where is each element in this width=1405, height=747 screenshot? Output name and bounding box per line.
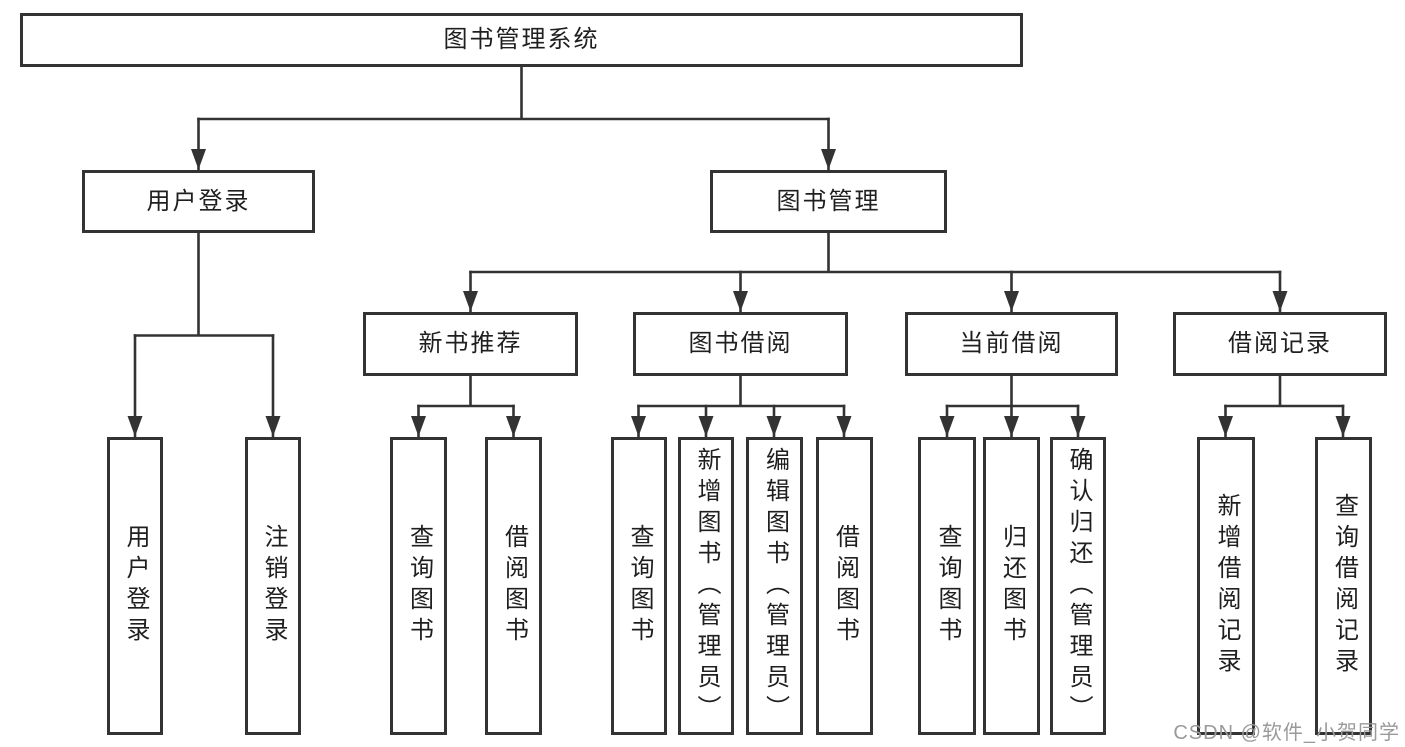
node-user-login: 用户登录 (82, 170, 315, 233)
leaf-records-add: 新增借阅记录 (1197, 437, 1255, 735)
leaf-logout: 注销登录 (245, 437, 301, 735)
connector-trunks-and-bars (133, 65, 1345, 408)
leaf-borrow-edit-book: 编辑图书（管理员） (746, 437, 803, 735)
node-book-borrowing: 图书借阅 (633, 312, 848, 376)
leaf-borrow-add-book: 新增图书（管理员） (678, 437, 734, 735)
leaf-current-query-book: 查询图书 (918, 437, 976, 735)
node-current-borrowing: 当前借阅 (905, 312, 1118, 376)
node-library-management-system: 图书管理系统 (20, 13, 1023, 67)
node-new-book-recommend: 新书推荐 (363, 312, 578, 376)
leaf-user-login: 用户登录 (107, 437, 163, 735)
leaf-recommend-borrow-book: 借阅图书 (485, 437, 542, 735)
leaf-recommend-query-book: 查询图书 (390, 437, 447, 735)
node-book-management: 图书管理 (710, 170, 947, 233)
leaf-borrow-borrow-book: 借阅图书 (816, 437, 873, 735)
watermark: CSDN @软件_小贺同学 (1173, 722, 1400, 744)
leaf-borrow-query-book: 查询图书 (611, 437, 667, 735)
node-borrowing-records: 借阅记录 (1173, 312, 1387, 376)
leaf-current-confirm-return: 确认归还（管理员） (1050, 437, 1106, 735)
leaf-records-query: 查询借阅记录 (1315, 437, 1372, 735)
leaf-current-return-book: 归还图书 (983, 437, 1040, 735)
